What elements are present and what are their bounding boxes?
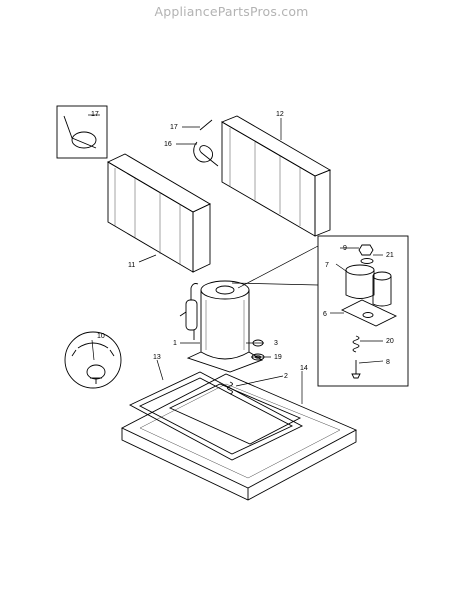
callout-21: 21	[386, 252, 394, 259]
callout-13: 13	[153, 354, 161, 361]
callout-10: 10	[97, 333, 105, 340]
evaporator-coil	[220, 115, 332, 237]
callout-6: 6	[323, 311, 327, 318]
gasket-frame	[129, 371, 303, 461]
compressor-components-inset	[317, 235, 409, 387]
callout-12: 12	[276, 111, 284, 118]
base-pan	[120, 373, 358, 501]
callout-17: 17	[170, 124, 178, 131]
callout-labels: 17 17 16 12 11 1 3 19 2 14 13 10 9 21 7 …	[91, 111, 394, 380]
callout-14: 14	[300, 365, 308, 372]
callout-16: 16	[164, 141, 172, 148]
callout-11: 11	[128, 262, 135, 269]
capacitor-clamp-inset	[64, 331, 122, 389]
leader-lines	[88, 114, 384, 404]
callout-3: 3	[274, 340, 278, 347]
callout-7: 7	[325, 262, 329, 269]
callout-1: 1	[173, 340, 177, 347]
compressor	[179, 280, 264, 373]
callout-8: 8	[386, 359, 390, 366]
thermistor-inset	[56, 105, 108, 159]
compressor-spring	[227, 381, 233, 395]
watermark-logo: AppliancePartsPros.com	[154, 4, 309, 19]
callout-2: 2	[284, 373, 288, 380]
thermistor-probe	[193, 119, 219, 167]
callout-19: 19	[274, 354, 282, 361]
callout-17-inset: 17	[91, 111, 99, 118]
condenser-coil	[107, 153, 211, 273]
callout-20: 20	[386, 338, 394, 345]
callout-9: 9	[343, 245, 347, 252]
